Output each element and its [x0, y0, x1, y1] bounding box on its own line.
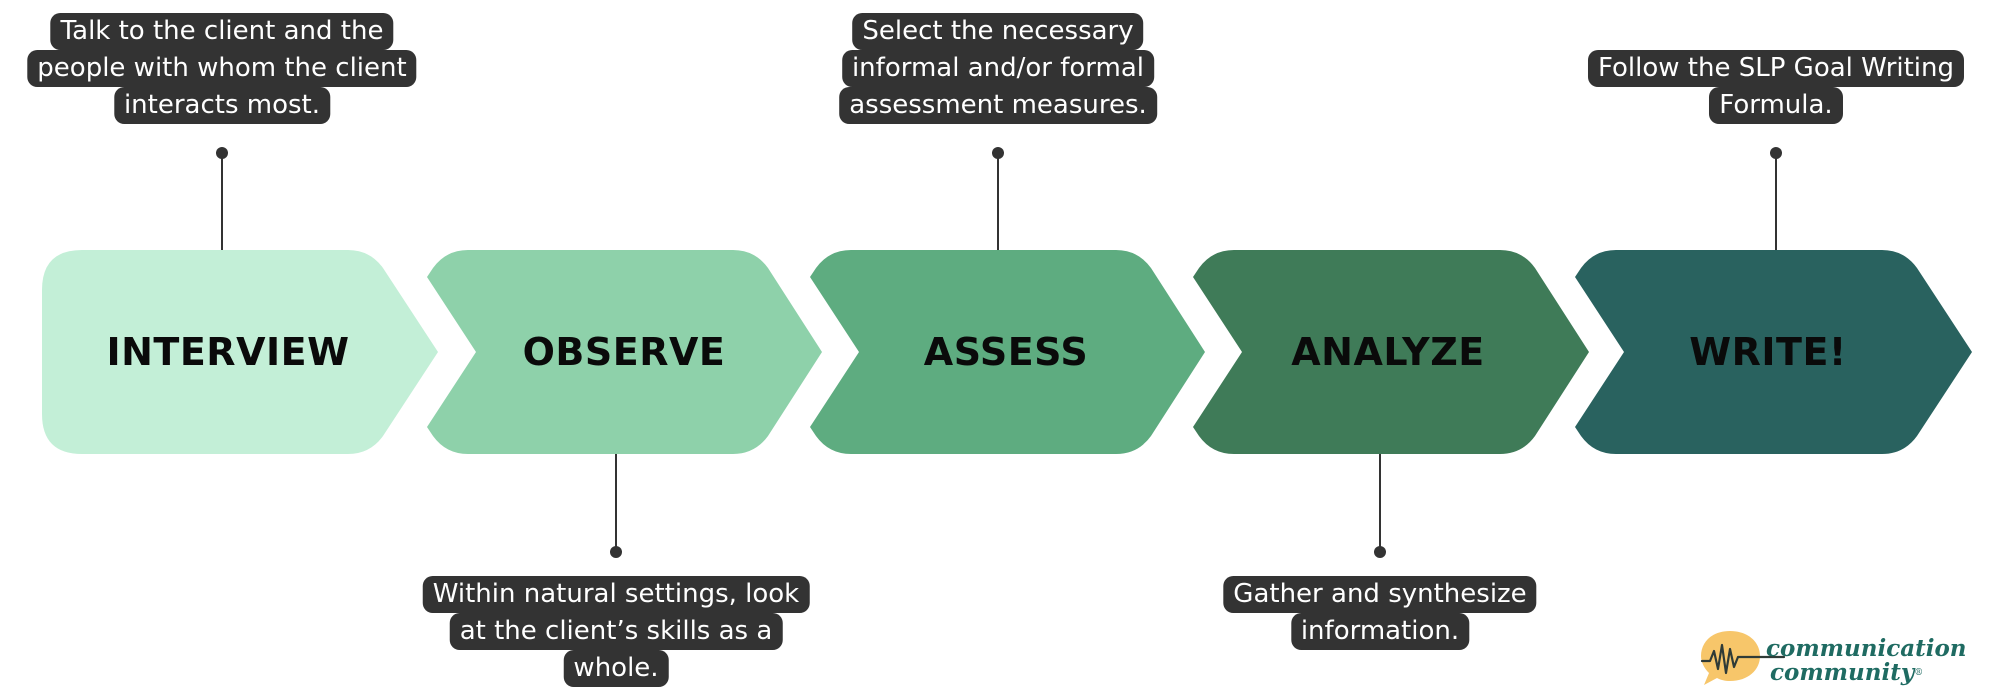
callout-line: people with whom the client [27, 50, 417, 87]
registered-mark-icon: ® [1914, 668, 1924, 678]
logo-wordmark: communication community® [1766, 637, 1967, 685]
step-shape-observe [427, 250, 822, 454]
brand-logo: communication community® [1700, 625, 1990, 693]
logo-line-2-text: community [1770, 659, 1915, 686]
step-label-analyze: ANALYZE [1291, 330, 1485, 374]
connector-line [615, 454, 617, 551]
callout-line: Follow the SLP Goal Writing [1587, 50, 1965, 87]
logo-line-1: communication [1766, 635, 1967, 662]
step-shape-write [1575, 250, 1972, 454]
callout-line: Select the necessary [852, 13, 1144, 50]
step-label-observe: OBSERVE [522, 330, 726, 374]
connector-line [997, 153, 999, 250]
connector-line [1775, 153, 1777, 250]
callout-bubble-write: Follow the SLP Goal Writing Formula. [1587, 50, 1965, 124]
callout-line: whole. [563, 650, 669, 687]
step-shape-assess [810, 250, 1205, 454]
connector-line [221, 153, 223, 250]
step-shape-interview [42, 250, 438, 454]
callout-bubble-observe: Within natural settings, look at the cli… [422, 576, 810, 687]
callout-line: interacts most. [113, 87, 331, 124]
speech-bubble-waveform-icon [1700, 631, 1786, 685]
callout-line: assessment measures. [839, 87, 1157, 124]
callout-bubble-analyze: Gather and synthesize information. [1223, 576, 1537, 650]
callout-line: Gather and synthesize [1223, 576, 1537, 613]
callout-line: at the client’s skills as a [449, 613, 783, 650]
callout-line: Within natural settings, look [422, 576, 810, 613]
connector-dot [610, 546, 622, 558]
step-shape-analyze [1193, 250, 1589, 454]
callout-line: information. [1290, 613, 1470, 650]
step-label-interview: INTERVIEW [106, 330, 350, 374]
callout-line: Formula. [1709, 87, 1843, 124]
connector-dot [1374, 546, 1386, 558]
callout-line: Talk to the client and the [50, 13, 394, 50]
step-label-assess: ASSESS [923, 330, 1089, 374]
callout-bubble-interview: Talk to the client and the people with w… [27, 13, 417, 124]
callout-bubble-assess: Select the necessary informal and/or for… [839, 13, 1157, 124]
step-label-write: WRITE! [1689, 330, 1847, 374]
callout-line: informal and/or formal [841, 50, 1155, 87]
logo-line-2: community® [1766, 661, 1967, 685]
connector-line [1379, 454, 1381, 551]
